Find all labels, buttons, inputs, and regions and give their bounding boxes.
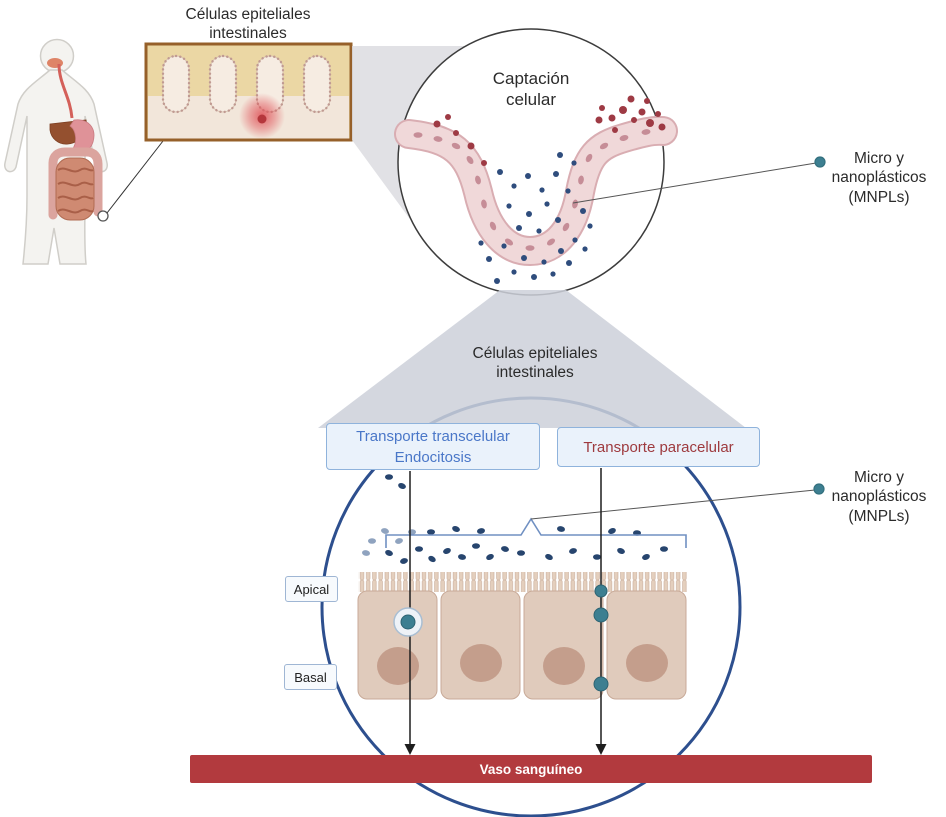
mnpl-particles-blue bbox=[478, 152, 593, 284]
human-figure bbox=[4, 38, 109, 265]
mnpls-label-bottom-line1: Micro y bbox=[854, 469, 904, 486]
mnpls-label-bottom-line2: nanoplásticos bbox=[831, 488, 927, 506]
capture-circle-title: Captación celular bbox=[456, 68, 606, 111]
cell-nuclei bbox=[377, 644, 668, 685]
large-intestine bbox=[48, 147, 103, 220]
intestine-coils bbox=[57, 167, 94, 214]
villi-epithelium-dots bbox=[161, 54, 332, 114]
mnpls-label-top-line1: Micro y bbox=[854, 150, 904, 167]
paracellular-arrowhead bbox=[595, 744, 607, 755]
microvilli-brush-border bbox=[358, 572, 688, 592]
mid-section-title: Células epiteliales intestinales bbox=[425, 344, 645, 383]
intestinal-villi-box bbox=[144, 42, 353, 142]
mnpl-particle-callout-top bbox=[814, 156, 826, 168]
mid-section-title-line1: Células epiteliales bbox=[472, 345, 598, 362]
transcellular-arrowhead bbox=[404, 744, 416, 755]
capture-circle-title-line2: celular bbox=[505, 90, 557, 110]
digestive-system bbox=[47, 58, 109, 222]
blood-vessel-label: Vaso sanguíneo bbox=[479, 761, 583, 777]
esophagus bbox=[57, 63, 74, 119]
zoom-wedge-bottom bbox=[318, 290, 746, 428]
mnpls-label-top-line2: nanoplásticos bbox=[831, 169, 927, 187]
mid-section-title-line2: intestinales bbox=[496, 364, 574, 382]
inflammation-dot bbox=[257, 114, 267, 124]
intestine-zoom-marker bbox=[97, 210, 109, 222]
top-box-title: Células epiteliales intestinales bbox=[148, 5, 348, 44]
mnpls-label-bottom-line3: (MNPLs) bbox=[848, 507, 910, 525]
mnpls-label-top: Micro y nanoplásticos (MNPLs) bbox=[812, 149, 946, 207]
mnpl-dots-apical-light bbox=[362, 528, 416, 556]
pointer-line-mnpls-top bbox=[572, 162, 817, 204]
mnpls-label-top-line3: (MNPLs) bbox=[848, 188, 910, 206]
mnpl-particle-callout-bottom bbox=[813, 483, 825, 495]
top-box-title-line1: Células epiteliales bbox=[185, 6, 311, 23]
transcellular-transport-label: Transporte transcelular bbox=[356, 427, 510, 445]
paracellular-transport-box: Transporte paracelular bbox=[557, 427, 760, 467]
mnpls-label-bottom: Micro y nanoplásticos (MNPLs) bbox=[812, 468, 946, 526]
blood-vessel-bar: Vaso sanguíneo bbox=[190, 755, 872, 783]
pointer-line-body-to-box bbox=[106, 140, 164, 214]
paracellular-particles bbox=[593, 584, 609, 692]
pointer-line-mnpls-bottom bbox=[530, 489, 816, 520]
mnpl-dots-apical bbox=[385, 474, 668, 564]
transcellular-transport-box: Transporte transcelular Endocitosis bbox=[326, 423, 540, 470]
top-box-title-line2: intestinales bbox=[209, 25, 287, 43]
capture-circle-title-line1: Captación bbox=[492, 69, 570, 88]
small-intestine bbox=[55, 157, 95, 221]
mouth-throat bbox=[47, 58, 63, 68]
apical-tag: Apical bbox=[285, 576, 338, 602]
basal-tag: Basal bbox=[284, 664, 337, 690]
epithelial-nuclei bbox=[413, 129, 651, 251]
basal-label: Basal bbox=[294, 669, 327, 685]
endocytosis-label: Endocitosis bbox=[394, 448, 472, 466]
endocytosis-vesicle bbox=[393, 607, 423, 637]
apical-label: Apical bbox=[293, 581, 330, 597]
mnpl-particles-red bbox=[433, 95, 666, 166]
paracellular-transport-label: Transporte paracelular bbox=[583, 438, 734, 456]
